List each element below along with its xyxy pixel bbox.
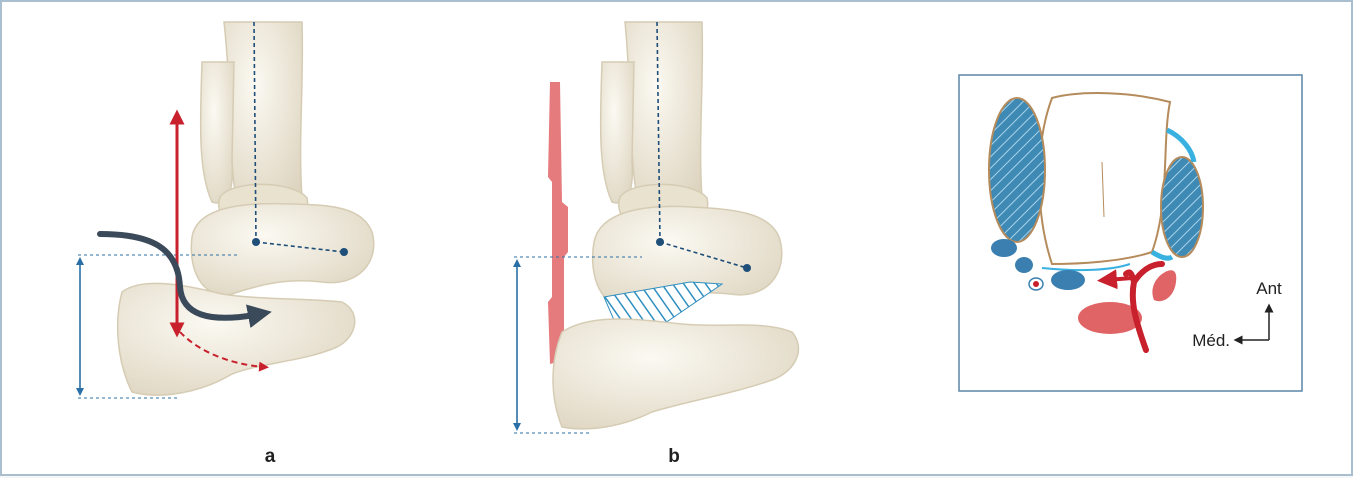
panel-label-a: a: [265, 446, 276, 467]
inset-tendon-2: [1015, 257, 1033, 273]
orientation-anterior-label: Ant: [1256, 279, 1282, 298]
inset-tendon-3: [1051, 270, 1085, 290]
calcaneus-bone-b: [553, 319, 798, 429]
tibia-fibula-bones-b: [601, 22, 708, 228]
muscle-strip: [548, 82, 568, 364]
calcaneus-bone: [118, 283, 355, 395]
inset-lateral-ligament: [1161, 157, 1203, 257]
tibial-axis-point: [252, 238, 260, 246]
talar-axis-point: [340, 248, 348, 256]
orientation-medial-label: Méd.: [1192, 331, 1230, 350]
panel-a: a: [78, 22, 374, 467]
inset-vessel-dot: [1033, 281, 1039, 287]
tibial-axis-point-b: [656, 238, 664, 246]
panel-label-b: b: [668, 446, 680, 467]
inset-medial-ligament: [989, 98, 1045, 242]
inset-tendon-1: [991, 239, 1017, 257]
cross-section-inset: Ant Méd.: [959, 75, 1302, 391]
inset-red-arrow: [1107, 278, 1132, 280]
talar-axis-point-b: [743, 264, 751, 272]
panel-b: b: [514, 22, 798, 467]
inset-talus-section: [1039, 93, 1170, 264]
